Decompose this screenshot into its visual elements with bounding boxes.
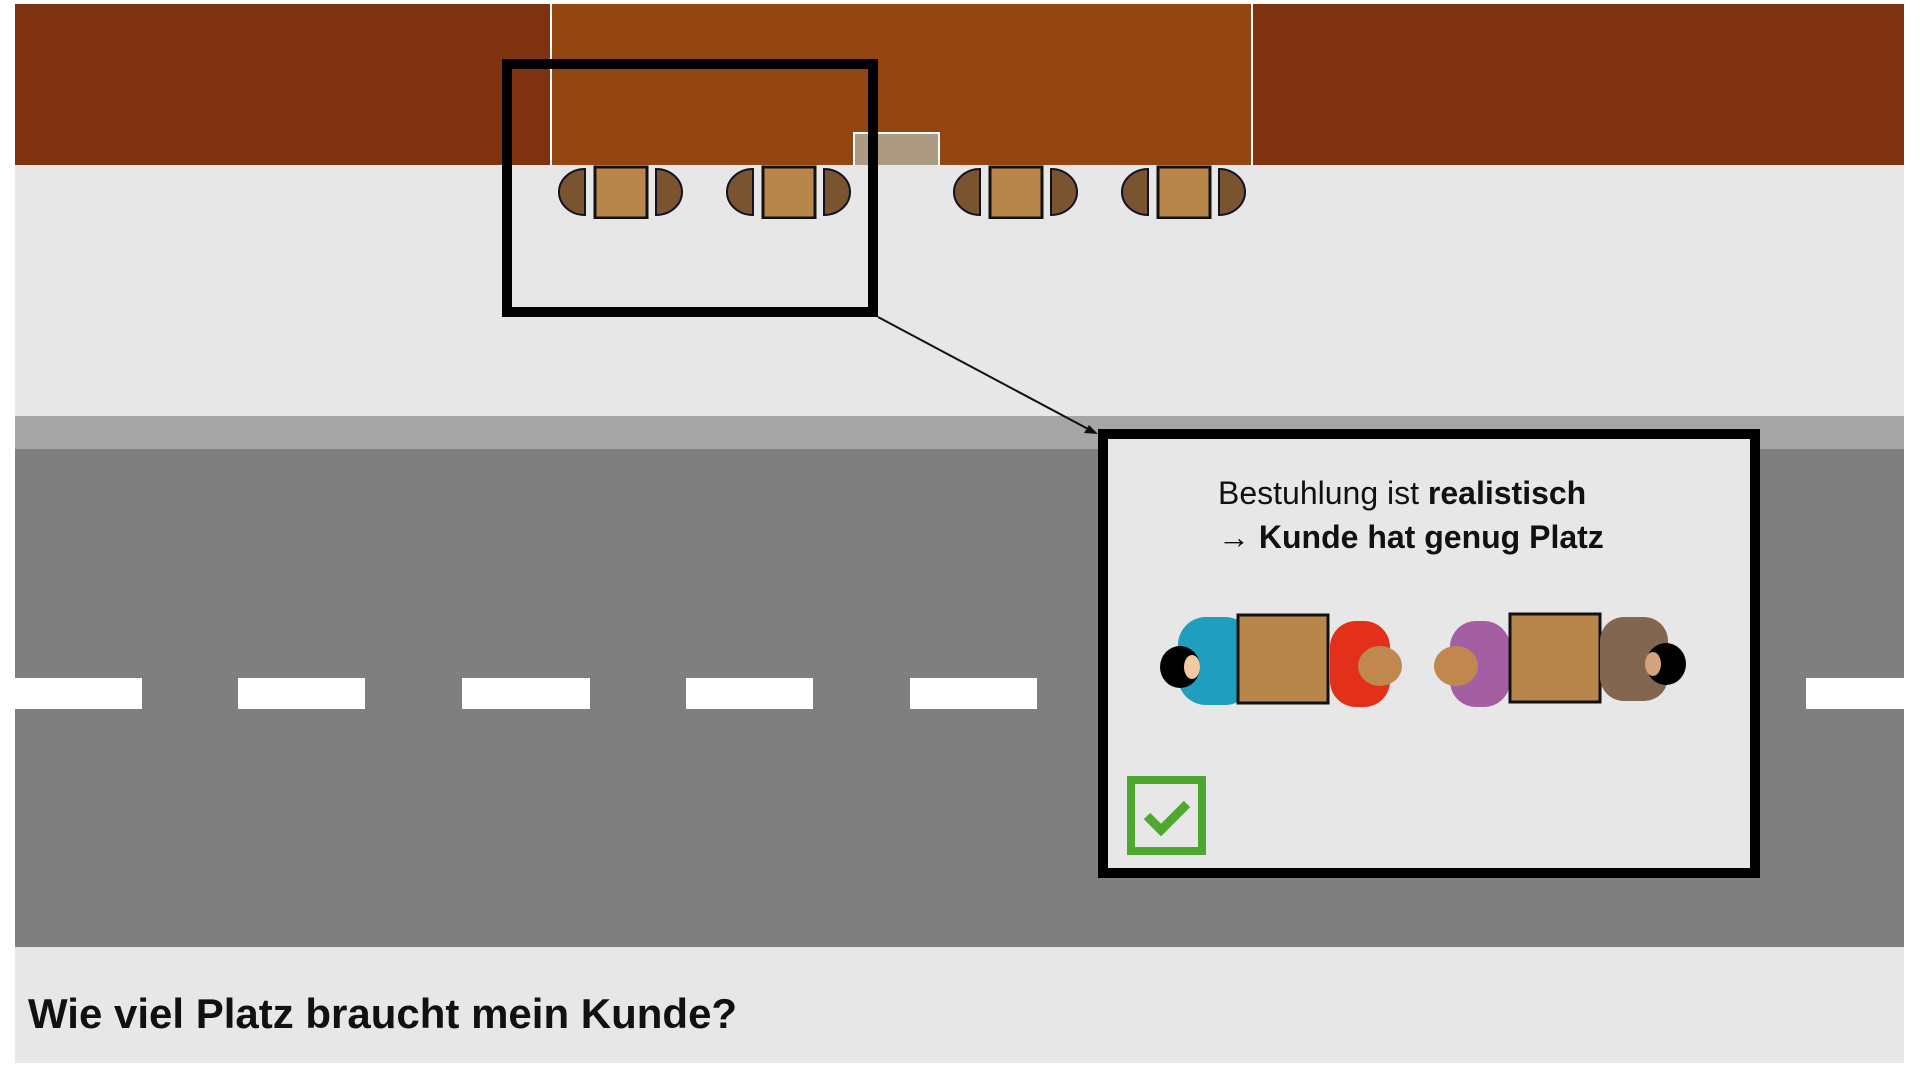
footer-band: [15, 947, 1904, 1063]
lane-dash: [15, 678, 142, 709]
person-purple: [1434, 621, 1510, 707]
table-set: [1121, 165, 1246, 219]
lane-dash: [1806, 678, 1904, 709]
table: [1236, 613, 1330, 705]
lane-dash: [910, 678, 1037, 709]
arrow-right-icon: →: [1218, 519, 1259, 555]
table-set: [558, 165, 683, 219]
callout-conclusion: Kunde hat genug Platz: [1258, 519, 1604, 555]
lane-dash: [238, 678, 365, 709]
callout-box: Bestuhlung ist realistisch → Kunde hat g…: [1098, 429, 1760, 878]
callout-text-regular: Bestuhlung ist: [1218, 475, 1428, 511]
checkbox-checked: [1127, 776, 1206, 855]
zoom-frame: [502, 59, 878, 317]
person-red: [1330, 621, 1402, 707]
table-set: [953, 165, 1078, 219]
seated-people-illustration: [1160, 612, 1686, 707]
shop-door: [853, 132, 940, 165]
checkmark-icon: [1143, 800, 1191, 837]
callout-text-bold: realistisch: [1427, 475, 1587, 511]
lane-dash: [462, 678, 590, 709]
person-teal: [1160, 617, 1253, 705]
callout-line-1: Bestuhlung ist realistisch: [1218, 475, 1586, 512]
table-set: [726, 165, 851, 219]
lane-dash: [686, 678, 813, 709]
table: [1508, 612, 1602, 704]
page-title: Wie viel Platz braucht mein Kunde?: [28, 990, 738, 1037]
person-brown: [1600, 617, 1686, 701]
callout-line-2: → Kunde hat genug Platz: [1218, 519, 1604, 556]
